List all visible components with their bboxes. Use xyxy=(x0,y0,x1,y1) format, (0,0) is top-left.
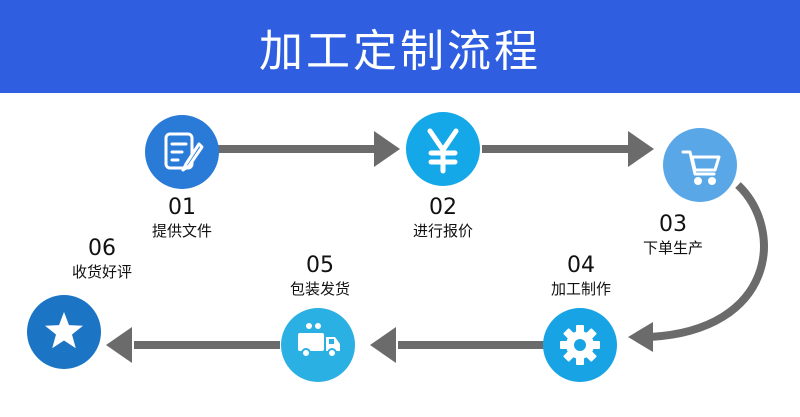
step-4-text: 04 加工制作 xyxy=(543,253,619,299)
yen-icon xyxy=(427,128,459,174)
step-5-circle xyxy=(281,308,355,382)
step-1-circle xyxy=(145,115,219,189)
step-3-text: 03 下单生产 xyxy=(635,212,711,258)
arrow-4-to-5 xyxy=(398,341,544,349)
step-6-label: 收货好评 xyxy=(71,263,132,281)
step-2-label: 进行报价 xyxy=(412,222,473,240)
step-3-circle xyxy=(663,128,737,202)
step-2-number: 02 xyxy=(429,195,457,220)
step-4-circle xyxy=(543,308,617,382)
step-3-label: 下单生产 xyxy=(642,239,703,257)
step-6-number: 06 xyxy=(88,236,116,261)
step-1-label: 提供文件 xyxy=(151,222,212,240)
step-2-circle xyxy=(406,112,480,186)
page-title: 加工定制流程 xyxy=(259,25,541,77)
shopping-cart-icon xyxy=(681,150,721,185)
step-5-text: 05 包装发货 xyxy=(282,253,358,299)
edit-document-icon xyxy=(164,132,204,172)
delivery-truck-icon xyxy=(298,323,340,358)
header-banner: 加工定制流程 xyxy=(0,0,800,93)
gear-icon xyxy=(560,325,600,365)
step-2-text: 02 进行报价 xyxy=(408,195,478,241)
star-icon xyxy=(45,312,83,349)
step-1-text: 01 提供文件 xyxy=(147,195,217,241)
step-6-text: 06 收货好评 xyxy=(64,236,140,282)
step-6-circle xyxy=(27,295,101,369)
arrow-2-to-3 xyxy=(482,145,632,153)
step-1-number: 01 xyxy=(168,195,196,220)
arrow-1-to-2 xyxy=(218,145,378,153)
step-4-number: 04 xyxy=(567,253,595,278)
step-5-number: 05 xyxy=(306,253,334,278)
step-4-label: 加工制作 xyxy=(550,280,611,298)
arrow-5-to-6 xyxy=(134,341,280,349)
step-5-label: 包装发货 xyxy=(289,280,350,298)
step-3-number: 03 xyxy=(659,212,687,237)
arrow-3-to-4 xyxy=(628,322,653,352)
